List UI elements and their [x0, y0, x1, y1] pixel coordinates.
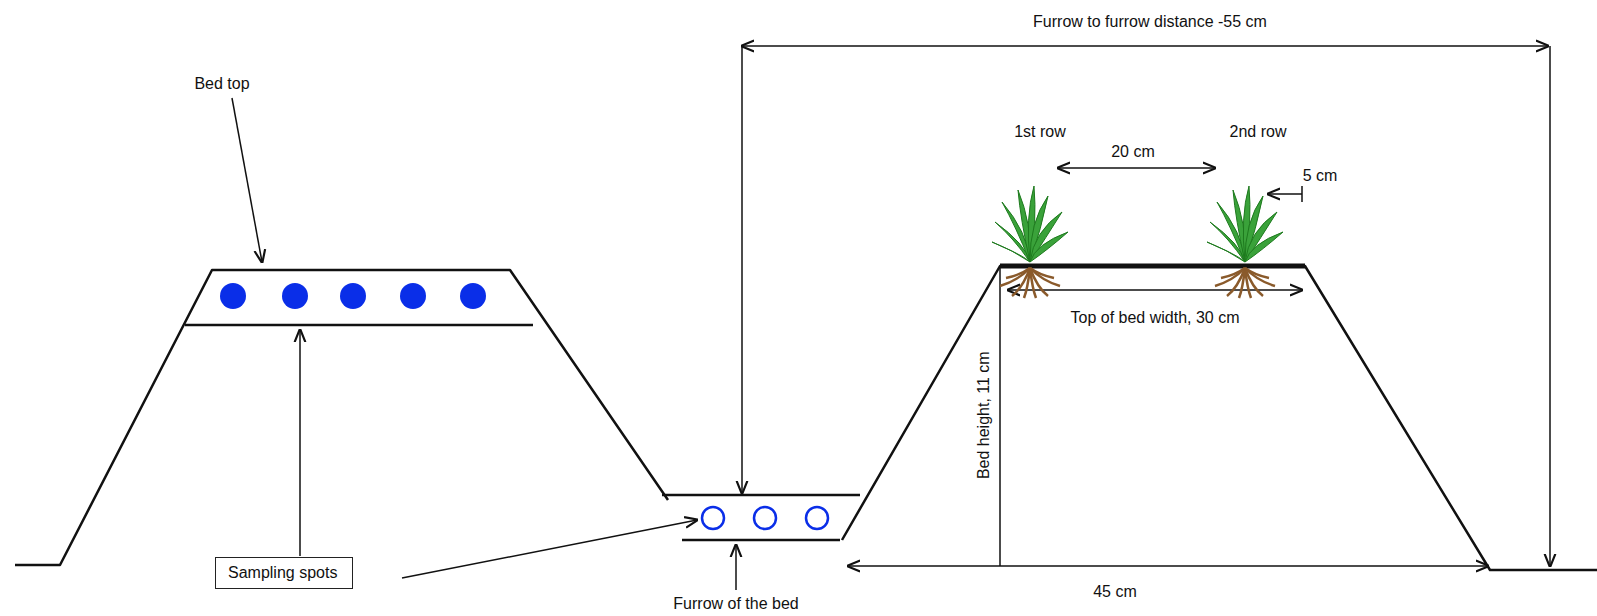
plant-part — [1030, 232, 1068, 262]
plant-part — [1221, 268, 1245, 278]
callout-box: Sampling spots — [215, 557, 353, 589]
callout-text: Sampling spots — [228, 564, 337, 581]
plant-part — [1245, 268, 1275, 286]
plant-part — [1207, 242, 1245, 262]
dimension-label: 1st row — [1014, 123, 1066, 141]
dimension-label: Top of bed width, 30 cm — [1071, 309, 1240, 327]
dimension-label: Furrow of the bed — [673, 595, 798, 613]
dimension-label: 5 cm — [1303, 167, 1338, 185]
dimension-label: Bed height, 11 cm — [975, 351, 993, 479]
dimension-label: 45 cm — [1093, 583, 1137, 601]
plant-part — [1006, 268, 1030, 278]
plant-part — [1030, 268, 1054, 278]
dimension-label: Furrow to furrow distance -55 cm — [1033, 13, 1267, 31]
dimension-label: Bed top — [194, 75, 249, 93]
plant-part — [992, 242, 1030, 262]
dimension-label: 2nd row — [1230, 123, 1287, 141]
plant-part — [1245, 232, 1283, 262]
plant-part — [1245, 268, 1269, 278]
dimension-label: 20 cm — [1111, 143, 1155, 161]
plant-part — [1030, 268, 1060, 286]
